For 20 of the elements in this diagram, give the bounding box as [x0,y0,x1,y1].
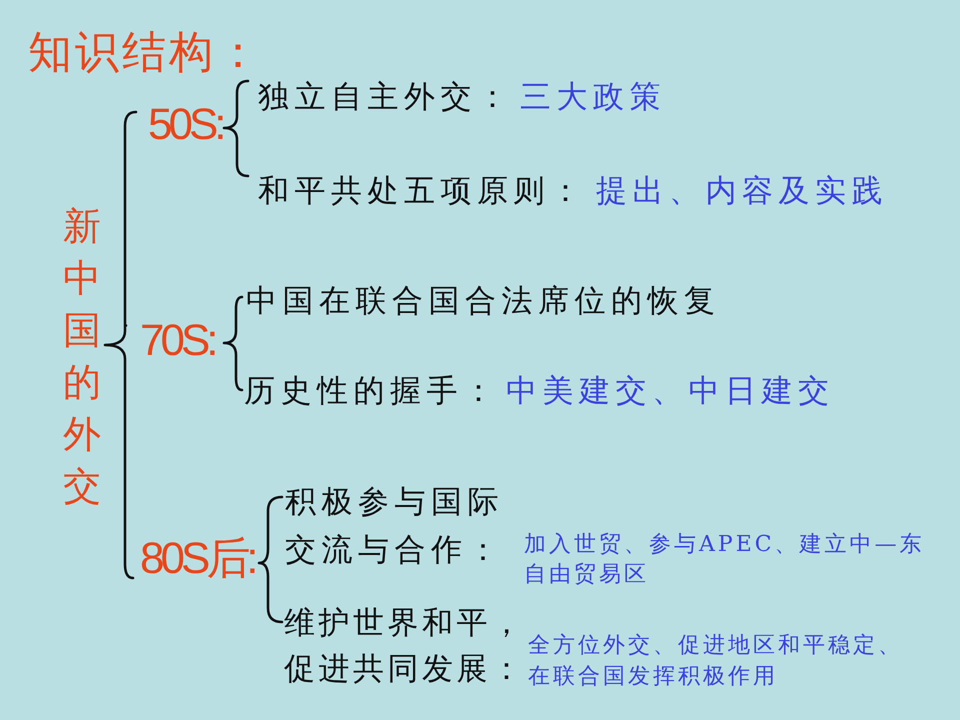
item-text: 历史性的握手： [244,372,500,411]
detail-text: 中美建交、中日建交 [506,372,834,411]
item-text: 中国在联合国合法席位的恢复 [242,280,732,322]
brace [222,296,244,392]
detail-text: 加入世贸、参与APEC、建立中—东自由贸易区 [524,531,926,589]
title: 知识结构： [28,27,263,79]
item-text: 和平共处五项原则： [258,172,586,211]
brace [104,110,138,580]
vertical-heading: 新中国的外交 [63,200,105,512]
period-label: 80S后: [133,536,259,582]
detail-text: 全方位外交、促进地区和平稳定、在联合国发挥积极作用 [528,632,904,691]
item-text: 独立自主外交： [258,78,514,117]
period-label: 50S: [136,102,224,148]
detail-text: 三大政策 [520,78,666,117]
brace [222,80,250,178]
brace [258,496,284,624]
period-label: 70S: [126,318,224,364]
item-text: 维护世界和平，促进共同发展： [284,604,526,689]
detail-text: 提出、内容及实践 [596,172,888,211]
item-text: 积极参与国际交流与合作： [285,483,505,570]
